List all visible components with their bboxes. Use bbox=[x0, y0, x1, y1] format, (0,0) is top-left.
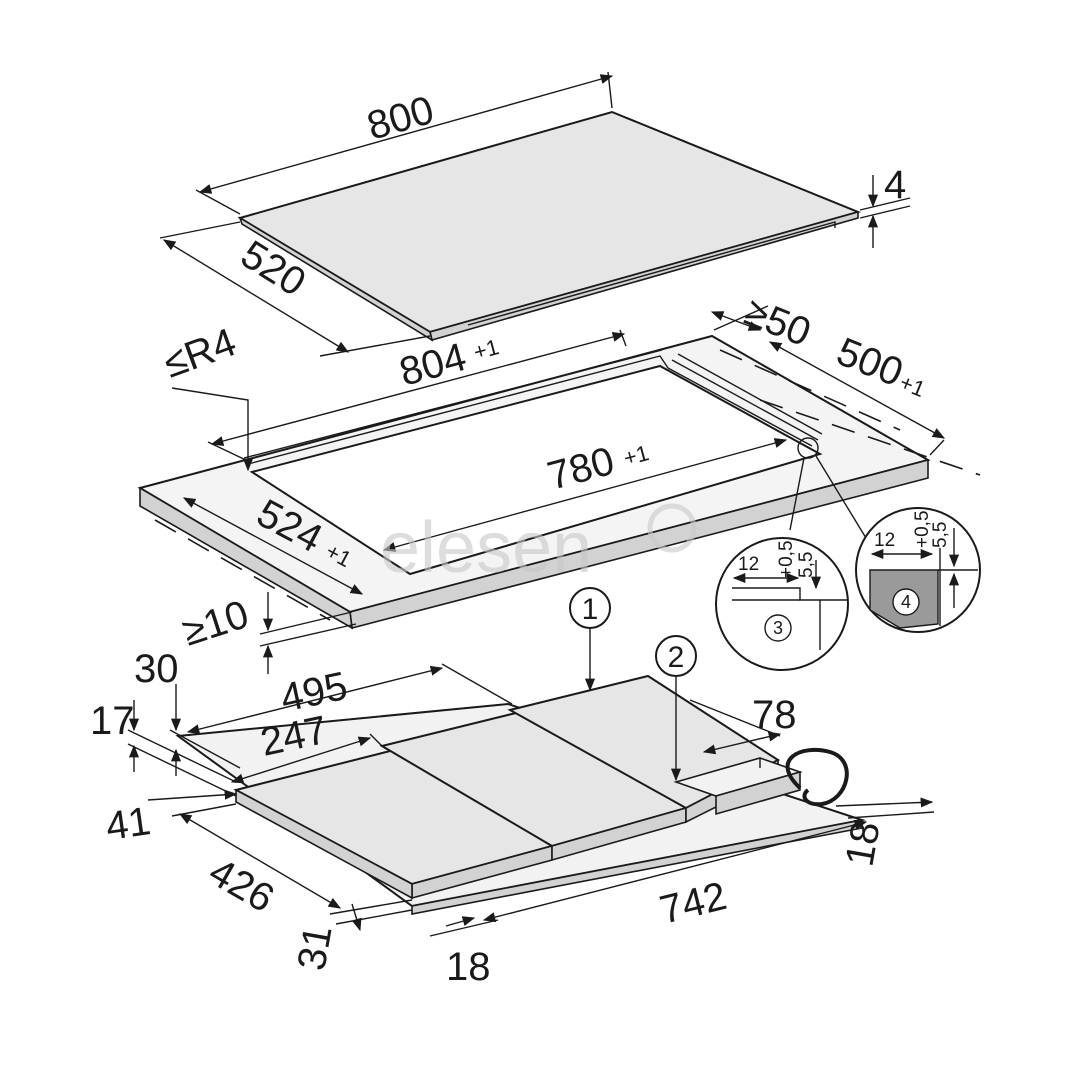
detail-leaders bbox=[789, 437, 867, 539]
dim-rear-clearance: ≥50 bbox=[739, 290, 817, 356]
detail3-number: 3 bbox=[773, 618, 783, 638]
detail-3: 12 +0,5 5,5 3 bbox=[715, 537, 849, 671]
detail-4: 12 +0,5 5,5 4 bbox=[855, 507, 981, 633]
dim-4: 4 bbox=[884, 163, 906, 207]
callout-1-number: 1 bbox=[582, 593, 599, 626]
detail3-height: 5,5 bbox=[796, 552, 817, 578]
dim-78: 78 bbox=[752, 693, 797, 737]
dim-41: 41 bbox=[103, 799, 153, 849]
callout-1: 1 bbox=[569, 587, 611, 692]
detail3-width: 12 bbox=[738, 554, 759, 575]
dim-side-offset-bottom: 18 bbox=[429, 916, 499, 989]
dim-17: 17 bbox=[90, 699, 135, 743]
dim-426: 426 bbox=[202, 850, 282, 921]
dim-30: 30 bbox=[134, 647, 179, 691]
dim-31: 31 bbox=[290, 922, 341, 973]
dim-804-tol: +1 bbox=[471, 334, 502, 365]
dim-500-tol: +1 bbox=[896, 369, 929, 402]
dim-ge10: ≥10 bbox=[177, 592, 254, 654]
dim-742: 742 bbox=[656, 874, 731, 933]
dim-800: 800 bbox=[362, 88, 438, 149]
dim-side-offset-left: 31 bbox=[290, 899, 413, 974]
dim-18-bottom: 18 bbox=[446, 945, 491, 989]
dim-box-width: 78 bbox=[689, 693, 797, 755]
dim-corner-radius: ≤R4 bbox=[158, 320, 254, 472]
dim-top-thickness: 4 bbox=[859, 163, 911, 248]
detail4-width: 12 bbox=[874, 530, 895, 551]
dim-r4: ≤R4 bbox=[158, 320, 242, 386]
detail4-height: 5,5 bbox=[930, 522, 951, 548]
dim-side-offset-right: 18 bbox=[835, 797, 935, 870]
dim-front-offset: 41 bbox=[103, 789, 238, 849]
detail3-tol: +0,5 bbox=[776, 540, 797, 578]
detail4-number: 4 bbox=[901, 592, 911, 612]
dim-804: 804 bbox=[395, 335, 471, 395]
dim-500: 500 bbox=[831, 330, 909, 396]
dim-body-heights: 30 17 bbox=[90, 647, 241, 797]
detail4-tol: +0,5 bbox=[912, 510, 933, 548]
watermark: elesen bbox=[380, 503, 697, 588]
callout-2-number: 2 bbox=[668, 641, 685, 674]
power-cable bbox=[785, 747, 849, 807]
callout-2: 2 bbox=[655, 635, 697, 782]
watermark-text: elesen bbox=[380, 508, 592, 588]
dim-18-right: 18 bbox=[838, 818, 889, 869]
